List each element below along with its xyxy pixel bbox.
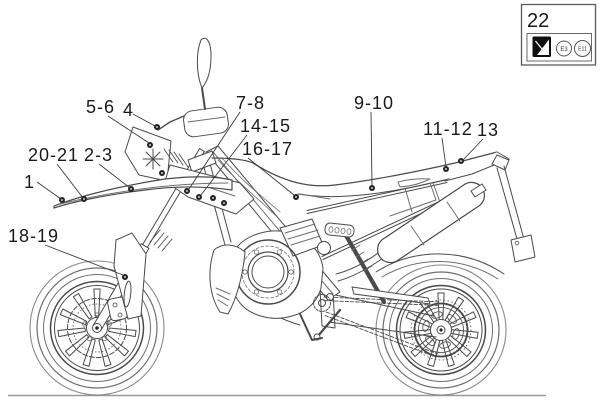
mirror <box>196 37 212 89</box>
e3-homologation-icon: E3 <box>556 40 572 57</box>
leader-line <box>56 163 84 199</box>
callout-20-21: 20-21 <box>28 145 87 202</box>
motorcycle-line-art <box>29 37 536 396</box>
callout-label: 5-6 <box>86 97 115 117</box>
legend-box: 22 E3 E11 <box>520 3 597 66</box>
front-wheel <box>29 260 165 396</box>
leader-line <box>370 111 373 187</box>
exhaust-silencer <box>335 181 487 282</box>
front-fender <box>53 176 233 209</box>
e3-label: E3 <box>560 47 568 53</box>
callout-16-17: 16-17 <box>242 139 299 200</box>
decal-sticker-icon <box>532 36 551 57</box>
leader-line <box>441 137 447 168</box>
leader-line <box>98 163 131 189</box>
callout-label: 18-19 <box>8 226 59 246</box>
callout-label: 20-21 <box>28 145 79 165</box>
callout-label: 1 <box>24 172 35 192</box>
handlebar-cockpit <box>157 37 229 173</box>
leader-line <box>107 115 150 144</box>
front-fork <box>92 148 205 333</box>
leader-line <box>247 157 295 196</box>
leader-line <box>36 181 62 200</box>
license-plate-bracket <box>496 165 536 263</box>
callout-label: 13 <box>477 120 499 140</box>
callout-label: 2-3 <box>84 145 113 165</box>
engine <box>229 218 331 341</box>
callout-14-15: 14-15 <box>196 116 291 200</box>
seat-and-tail <box>252 151 510 238</box>
callout-11-12: 11-12 <box>423 119 473 172</box>
leader-line <box>462 138 484 161</box>
callout-label: 16-17 <box>242 139 293 159</box>
leader-line <box>188 111 241 190</box>
callout-label: 4 <box>123 100 134 120</box>
headlight-mask <box>124 126 172 182</box>
callout-18-19: 18-19 <box>8 226 128 280</box>
callout-label: 9-10 <box>354 93 394 113</box>
callout-7-8: 7-8 <box>184 93 265 194</box>
callout-9-10: 9-10 <box>354 93 394 191</box>
e11-label: E11 <box>578 47 587 53</box>
rear-fender-hugger <box>375 253 505 280</box>
leader-line <box>44 244 124 276</box>
callout-label: 11-12 <box>423 119 473 139</box>
callout-2-3: 2-3 <box>84 145 134 192</box>
callout-1: 1 <box>24 172 65 203</box>
legend-number: 22 <box>527 10 549 32</box>
e11-homologation-icon: E11 <box>574 40 591 57</box>
callout-4: 4 <box>123 100 160 130</box>
callout-label: 14-15 <box>240 116 291 136</box>
leader-line <box>132 113 156 127</box>
leader-line <box>200 134 248 196</box>
front-fender-flap <box>209 244 246 315</box>
callout-13: 13 <box>458 120 499 164</box>
callout-5-6: 5-6 <box>86 97 153 148</box>
decal-position-dots <box>159 170 227 206</box>
callout-label: 7-8 <box>236 93 265 113</box>
